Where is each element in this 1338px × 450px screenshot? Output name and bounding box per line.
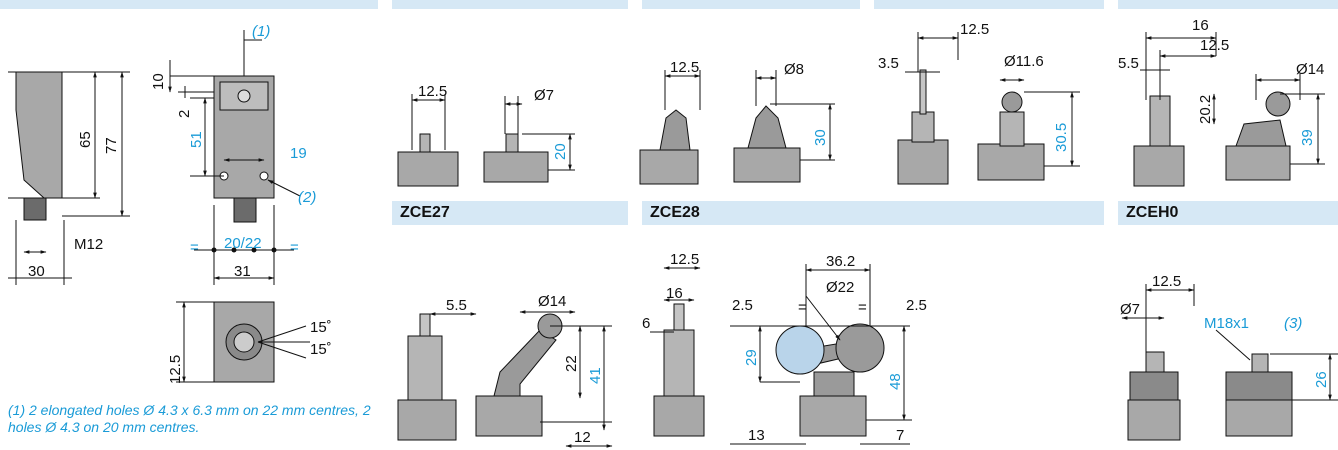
zceh0-w: 12.5 xyxy=(1152,273,1181,290)
dim-30: 30 xyxy=(28,263,45,280)
dim-2: 2 xyxy=(176,110,193,118)
h4-h1: 20.2 xyxy=(1197,95,1214,124)
dim-20-22: 20/22 xyxy=(224,235,262,252)
h4-h2: 39 xyxy=(1299,129,1316,146)
callout-1: (1) xyxy=(252,23,270,40)
dim-10: 10 xyxy=(150,73,167,90)
head-roller-plunger xyxy=(897,32,1080,185)
footnote: (1) 2 elongated holes Ø 4.3 x 6.3 mm on … xyxy=(8,402,371,435)
zce28-r: 2.5 xyxy=(906,297,927,314)
dim-12-5-body: 12.5 xyxy=(167,355,184,384)
section-label-zceh0: ZCEH0 xyxy=(1118,201,1338,225)
h4-w1: 16 xyxy=(1192,17,1209,34)
header-band-5 xyxy=(1118,0,1338,9)
zceh0-h: 26 xyxy=(1313,371,1330,388)
callout-2: (2) xyxy=(298,189,316,206)
dim-19: 19 xyxy=(290,145,307,162)
dim-eq-left: = xyxy=(190,239,199,256)
zce28-b2: 7 xyxy=(896,427,904,444)
dim-15-b: 15˚ xyxy=(310,341,332,358)
dim-15-a: 15˚ xyxy=(310,319,332,336)
zce28-w1: 12.5 xyxy=(670,251,699,268)
zce28-off: 6 xyxy=(642,315,650,332)
body-front-view xyxy=(168,30,301,285)
head-plunger-1 xyxy=(397,94,575,187)
head-plunger-2 xyxy=(639,70,835,185)
zce27-h2: 41 xyxy=(587,367,604,384)
h3-h: 30.5 xyxy=(1053,123,1070,152)
dim-65: 65 xyxy=(77,131,94,148)
header-band-1 xyxy=(0,0,378,9)
zce28-l: 2.5 xyxy=(732,297,753,314)
head-zce28 xyxy=(650,264,912,445)
h4-dia: Ø14 xyxy=(1296,61,1324,78)
section-label-zce28: ZCE28 xyxy=(642,201,1104,225)
dim-eq-right: = xyxy=(290,239,299,256)
header-band-2 xyxy=(392,0,628,9)
h4-w2: 12.5 xyxy=(1200,37,1229,54)
dim-77: 77 xyxy=(103,137,120,154)
zce28-h1: 29 xyxy=(743,349,760,366)
zce27-dia: Ø14 xyxy=(538,293,566,310)
zce28-h2: 48 xyxy=(887,373,904,390)
head-zce27 xyxy=(397,310,613,448)
dim-m12: M12 xyxy=(74,236,103,253)
dim-51: 51 xyxy=(188,131,205,148)
zce28-span: 36.2 xyxy=(826,253,855,270)
h2-w: 12.5 xyxy=(670,59,699,76)
section-label-zce27: ZCE27 xyxy=(392,201,628,225)
h1-h: 20 xyxy=(552,143,569,160)
h1-dia: Ø7 xyxy=(534,87,554,104)
zceh0-callout-3: (3) xyxy=(1284,315,1302,332)
zceh0-dia: Ø7 xyxy=(1120,301,1140,318)
h2-h: 30 xyxy=(812,129,829,146)
dim-31: 31 xyxy=(234,263,251,280)
h4-off: 5.5 xyxy=(1118,55,1139,72)
body-side-view xyxy=(8,71,130,285)
h3-w: 12.5 xyxy=(960,21,989,38)
zceh0-thread: M18x1 xyxy=(1204,315,1249,332)
h1-w: 12.5 xyxy=(418,83,447,100)
zce27-h1: 22 xyxy=(563,355,580,372)
header-band-4 xyxy=(874,0,1104,9)
h3-off: 3.5 xyxy=(878,55,899,72)
zce28-b1: 13 xyxy=(748,427,765,444)
zce27-off: 12 xyxy=(574,429,591,446)
h2-dia: Ø8 xyxy=(784,61,804,78)
zce28-eq-l: = xyxy=(798,299,807,316)
h3-dia: Ø11.6 xyxy=(1004,53,1044,70)
zce27-w: 5.5 xyxy=(446,297,467,314)
zce28-w2: 16 xyxy=(666,285,683,302)
head-zceh0 xyxy=(1121,284,1338,441)
zce28-eq-r: = xyxy=(858,299,867,316)
head-roller-lever xyxy=(1133,32,1325,187)
body-bottom-view xyxy=(176,301,310,383)
zce28-dia: Ø22 xyxy=(826,279,854,296)
header-band-3 xyxy=(642,0,860,9)
